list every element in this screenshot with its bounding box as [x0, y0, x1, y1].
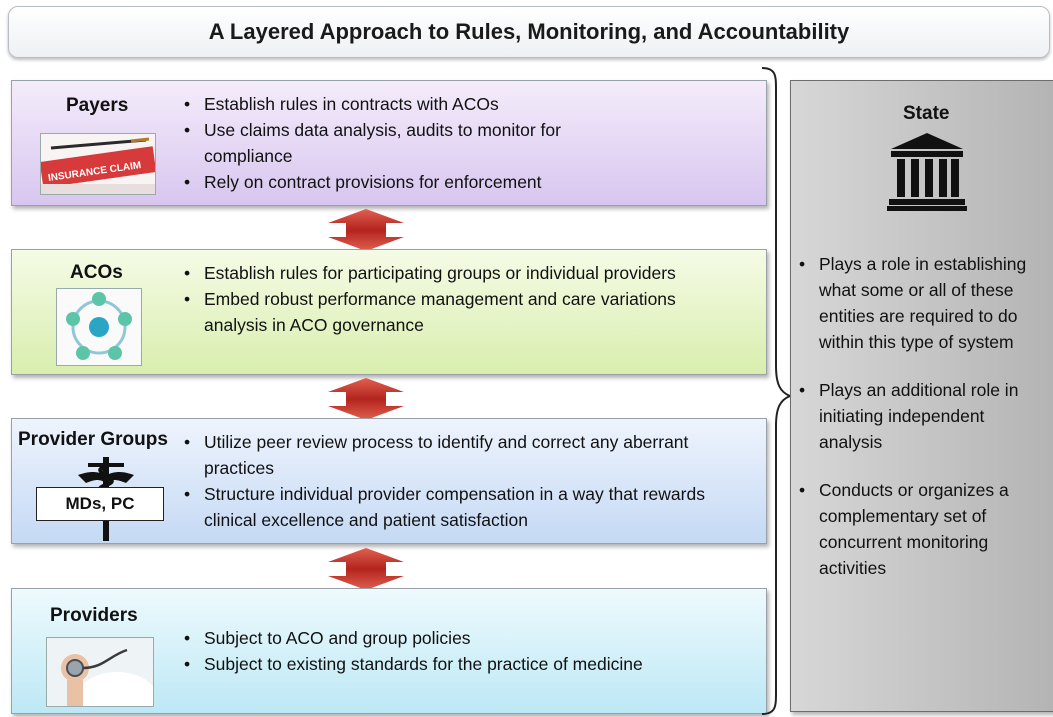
layer-title-providers: Providers	[50, 605, 138, 626]
double-arrow-icon	[328, 209, 404, 251]
government-building-icon	[887, 133, 967, 211]
state-title: State	[903, 103, 950, 124]
curly-brace	[761, 67, 792, 715]
bullet-item: Conducts or organizes a complementary se…	[791, 477, 1053, 581]
aco-network-image	[56, 288, 142, 366]
diagram-title: A Layered Approach to Rules, Monitoring,…	[8, 6, 1050, 58]
layer-title-acos: ACOs	[70, 262, 123, 283]
bullet-item: Plays an additional role in initiating i…	[791, 377, 1053, 455]
state-panel: State Plays a role in establishing what …	[790, 80, 1053, 712]
payers-bullets: Establish rules in contracts with ACOs U…	[180, 91, 740, 195]
bullet-item: Utilize peer review process to identify …	[180, 429, 750, 481]
double-arrow-icon	[328, 378, 404, 420]
provider-groups-bullets: Utilize peer review process to identify …	[180, 429, 750, 533]
layer-acos: ACOs Establish rules for participating g…	[11, 249, 767, 375]
layer-providers: Providers Subject to ACO and group polic…	[11, 588, 767, 714]
acos-bullets: Establish rules for participating groups…	[180, 260, 720, 338]
doctor-stethoscope-image	[46, 637, 154, 707]
double-arrow-icon	[328, 548, 404, 590]
insurance-claim-image: INSURANCE CLAIM	[40, 133, 156, 195]
layer-payers: Payers INSURANCE CLAIM Establish rules i…	[11, 80, 767, 206]
layer-title-provider-groups: Provider Groups	[18, 429, 168, 450]
bullet-item: Establish rules for participating groups…	[180, 260, 720, 286]
state-bullets: Plays a role in establishing what some o…	[791, 251, 1053, 603]
bullet-item: Plays a role in establishing what some o…	[791, 251, 1053, 355]
bullet-item: Subject to ACO and group policies	[180, 625, 750, 651]
layer-title-payers: Payers	[66, 95, 129, 116]
mds-pc-label: MDs, PC	[36, 487, 164, 521]
bullet-item: Structure individual provider compensati…	[180, 481, 750, 533]
bullet-item: Rely on contract provisions for enforcem…	[180, 169, 740, 195]
bullet-item: Use claims data analysis, audits to moni…	[180, 117, 644, 169]
layer-provider-groups: Provider Groups MDs, PC Utilize peer rev…	[11, 418, 767, 544]
bullet-item: Establish rules in contracts with ACOs	[180, 91, 740, 117]
bullet-item: Subject to existing standards for the pr…	[180, 651, 750, 677]
bullet-item: Embed robust performance management and …	[180, 286, 720, 338]
providers-bullets: Subject to ACO and group policies Subjec…	[180, 625, 750, 677]
